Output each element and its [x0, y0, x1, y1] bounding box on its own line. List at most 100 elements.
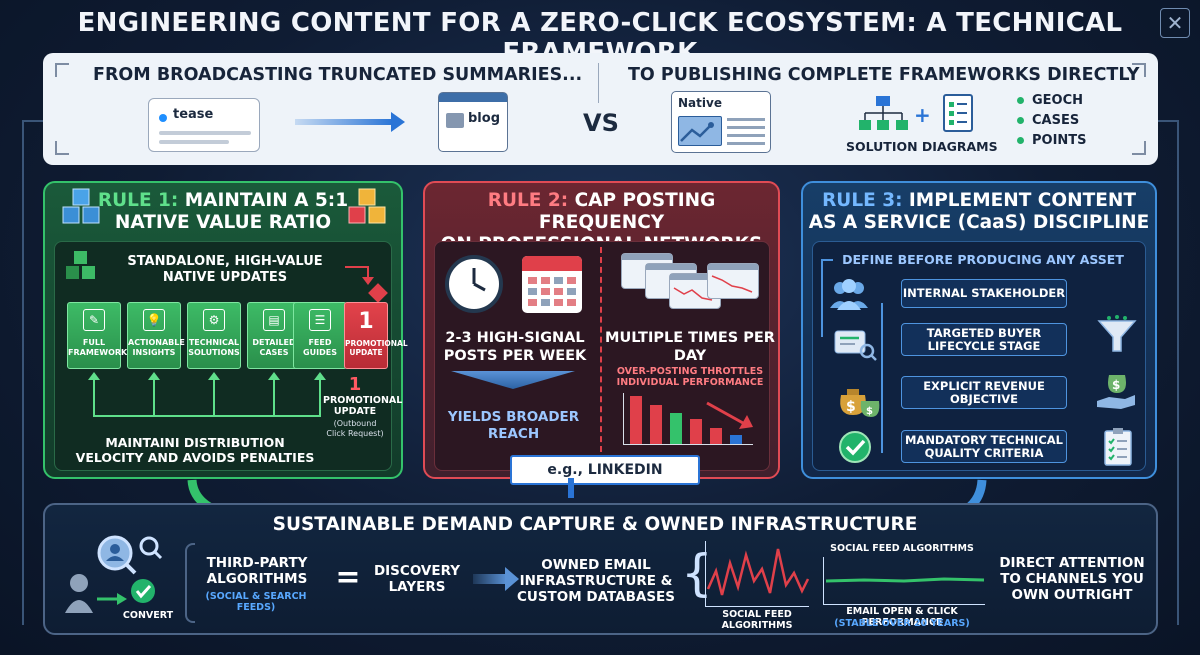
rule3-heading-line1: IMPLEMENT CONTENT — [908, 190, 1136, 211]
declining-bar-chart — [623, 393, 753, 445]
chart2-title: SOCIAL FEED ALGORITHMS — [830, 543, 974, 554]
arrow-base-line — [93, 415, 321, 417]
rule2-heading-line1: CAP POSTING FREQUENCY — [538, 190, 716, 233]
text-line — [727, 118, 765, 121]
corner-mark — [55, 141, 69, 155]
corner-mark — [1132, 141, 1146, 155]
text-line — [159, 140, 229, 144]
bullet-label: POINTS — [1032, 133, 1087, 148]
user-convert-icon — [63, 571, 163, 621]
convert-label: CONVERT — [122, 610, 174, 621]
up-arrow-icon — [268, 372, 280, 416]
down-arrow-icon — [362, 277, 374, 285]
equals-sign: = — [335, 560, 361, 595]
chart2-label: EMAIL OPEN & CLICK PERFORMANCE — [846, 606, 958, 628]
value-cube: ☰ FEED GUIDES — [293, 302, 347, 369]
bullet-item: CASES — [1017, 113, 1087, 128]
rule2-right-text: MULTIPLE TIMES PER DAY — [605, 330, 775, 364]
rule1-heading-line1: MAINTAIN A 5:1 — [184, 190, 349, 211]
step-buyer-lifecycle: TARGETED BUYER LIFECYCLE STAGE — [901, 323, 1067, 356]
direct-attention-label: DIRECT ATTENTION TO CHANNELS YOU OWN OUT… — [999, 555, 1145, 603]
chart2-sublabel: (STABLE OVER 20 YEARS) — [834, 618, 970, 629]
cube-label: DETAILED CASES — [252, 338, 296, 357]
rule3-number: RULE 3: — [822, 190, 903, 211]
bullet-dot-icon — [1017, 97, 1024, 104]
rule1-content-box: STANDALONE, HIGH-VALUE NATIVE UPDATES ✎ … — [54, 241, 408, 471]
left-connector-top — [22, 120, 43, 122]
bottom-title: SUSTAINABLE DEMAND CAPTURE & OWNED INFRA… — [272, 514, 918, 535]
native-label: Native — [678, 96, 722, 110]
promo-side-sub: (Outbound Click Request) — [326, 419, 384, 438]
red-pointer-line — [367, 266, 369, 278]
calendar-icon — [522, 256, 582, 313]
cube-label: FEED GUIDES — [303, 338, 337, 357]
from-heading: FROM BROADCASTING TRUNCATED SUMMARIES... — [93, 65, 583, 85]
up-arrow-icon — [314, 372, 326, 416]
buyer-card-icon — [833, 327, 877, 365]
rule1-heading: RULE 1: MAINTAIN A 5:1 NATIVE VALUE RATI… — [45, 190, 401, 234]
rule2-right-warning: OVER-POSTING THROTTLES INDIVIDUAL PERFOR… — [616, 366, 764, 388]
search-user-icon — [91, 533, 167, 587]
list-icon: ☰ — [309, 309, 331, 331]
promotional-cube: 1 PROMOTIONAL UPDATE — [344, 302, 408, 369]
bullet-label: CASES — [1032, 113, 1080, 128]
red-pointer-line — [345, 266, 369, 268]
close-icon[interactable]: ✕ — [1160, 8, 1190, 38]
right-connector-line — [1177, 120, 1179, 625]
chart1-label: SOCIAL FEED ALGORITHMS — [721, 609, 793, 631]
stakeholder-group-icon — [828, 278, 872, 316]
bracket — [185, 543, 195, 623]
bar — [670, 413, 682, 444]
bullet-dot-icon — [1017, 117, 1024, 124]
promo-count: 1 — [358, 309, 374, 334]
rule1-panel: RULE 1: MAINTAIN A 5:1 NATIVE VALUE RATI… — [43, 181, 408, 479]
cube-label: TECHNICAL SOLUTIONS — [188, 338, 240, 357]
rule2-panel: RULE 2: CAP POSTING FREQUENCY ON PROFESS… — [423, 181, 780, 485]
native-card: Native — [671, 91, 771, 153]
right-arrow-icon — [473, 574, 507, 584]
cube-label: ACTIONABLE INSIGHTS — [128, 338, 185, 357]
flow-connector — [821, 259, 823, 337]
value-cube: ✎ FULL FRAMEWORKS — [67, 302, 133, 369]
cube-label: FULL FRAMEWORKS — [68, 338, 133, 357]
value-cube: ▤ DETAILED CASES — [247, 302, 301, 369]
volatile-line-chart — [705, 541, 810, 607]
bullet-item: POINTS — [1017, 133, 1087, 148]
blog-card: blog — [438, 92, 508, 152]
flow-connector — [881, 303, 883, 453]
calendar-header — [522, 256, 582, 271]
promo-label: PROMOTIONAL UPDATE — [345, 339, 408, 357]
owned-infrastructure-label: OWNED EMAIL INFRASTRUCTURE & CUSTOM DATA… — [516, 557, 676, 605]
bar — [730, 435, 742, 444]
right-arrow-icon — [295, 112, 405, 132]
promo-side-label: PROMOTIONAL UPDATE — [323, 395, 403, 417]
rule2-left-result: YIELDS BROADER REACH — [447, 409, 580, 442]
flow-connector — [821, 259, 833, 261]
tease-label: tease — [173, 107, 214, 122]
step-quality-criteria: MANDATORY TECHNICAL QUALITY CRITERIA — [901, 430, 1067, 463]
bullet-list: GEOCH CASES POINTS — [1017, 93, 1087, 153]
hand-money-icon: $ — [1095, 371, 1137, 417]
rule1-footer: MAINTAINI DISTRIBUTION VELOCITY AND AVOI… — [75, 435, 315, 465]
funnel-icon — [1097, 315, 1137, 359]
example-ribbon: e.g., LINKEDIN — [510, 455, 700, 485]
small-red-cube-icon — [368, 283, 388, 303]
value-cube: ⚙ TECHNICAL SOLUTIONS — [187, 302, 241, 369]
solution-diagrams-label: SOLUTION DIAGRAMS — [846, 139, 998, 154]
promo-side-note: 1 PROMOTIONAL UPDATE (Outbound Click Req… — [323, 374, 403, 439]
svg-text:$: $ — [846, 399, 856, 415]
rule1-heading-line2: NATIVE VALUE RATIO — [114, 212, 332, 233]
svg-text:$: $ — [866, 406, 873, 417]
image-icon — [446, 113, 464, 128]
text-line — [727, 142, 765, 145]
rule3-subheading: DEFINE BEFORE PRODUCING ANY ASSET — [842, 252, 1124, 267]
image-icon — [678, 116, 722, 146]
discovery-label: DISCOVERY LAYERS — [373, 563, 461, 595]
up-arrow-icon — [208, 372, 220, 416]
brace-icon: { — [681, 544, 713, 602]
clipboard-checklist-icon — [1103, 427, 1133, 471]
down-trend-arrow-icon — [705, 401, 755, 435]
text-line — [727, 134, 765, 137]
bottom-panel: SUSTAINABLE DEMAND CAPTURE & OWNED INFRA… — [43, 503, 1158, 635]
check-circle-icon — [837, 429, 873, 469]
